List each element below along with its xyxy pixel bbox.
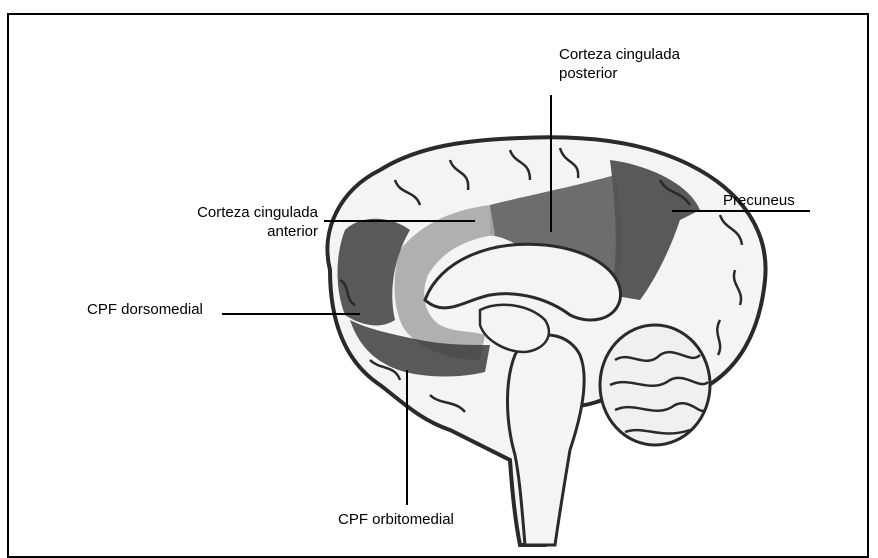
label-anterior-cingulate-line1: Corteza cingulada (170, 203, 318, 222)
label-precuneus: Precuneus (723, 191, 795, 210)
label-ompfc: CPF orbitomedial (338, 510, 454, 529)
label-anterior-cingulate-line2: anterior (170, 222, 318, 241)
label-posterior-cingulate-line1: Corteza cingulada (559, 45, 680, 64)
label-posterior-cingulate-line2: posterior (559, 64, 680, 83)
label-posterior-cingulate: Corteza cingulada posterior (559, 45, 680, 83)
label-dmpfc: CPF dorsomedial (87, 300, 203, 319)
label-anterior-cingulate: Corteza cingulada anterior (170, 203, 318, 241)
